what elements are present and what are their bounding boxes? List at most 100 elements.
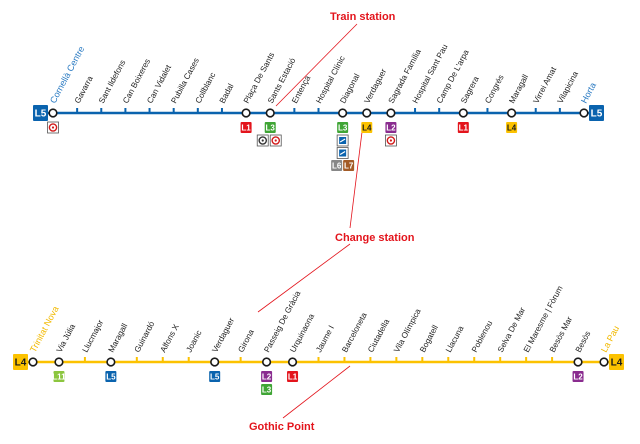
line-badge-l7: L7 (343, 160, 355, 171)
badge-label: L4 (611, 358, 623, 369)
station-label: Badal (218, 82, 236, 105)
station-el-maresme-forum[interactable]: El Maresme | Fòrum (522, 284, 565, 362)
line-badge-l5: L5 (589, 105, 604, 121)
interchange-marker (28, 357, 38, 367)
station-label: Barceloneta (340, 311, 369, 354)
station-besos-mar[interactable]: Besòs Mar (548, 315, 574, 362)
station-label: Verdaguer (363, 67, 389, 105)
station-label: Girona (236, 328, 256, 354)
station-label: Poblenou (470, 319, 494, 354)
station-virrei-amat[interactable]: Virrei Amat (532, 65, 559, 113)
badge-label: L11 (52, 373, 66, 382)
badge-bg (609, 354, 624, 370)
interchange-marker (210, 357, 220, 367)
station-badal[interactable]: Badal (218, 82, 236, 113)
station-label: Alfons X (159, 322, 182, 354)
station-llacuna[interactable]: Llacuna (444, 324, 466, 362)
station-label: Congrés (483, 73, 505, 105)
badge-bg (506, 122, 518, 133)
station-label: Jaume I (314, 324, 336, 354)
station-label: Joanic (185, 329, 204, 354)
line-badge-l3: L3 (337, 122, 349, 133)
station-jaume-i[interactable]: Jaume I (314, 324, 336, 362)
station-congres[interactable]: Congrés (483, 73, 506, 113)
badge-bg (261, 384, 273, 395)
station-guinardo[interactable]: Guinardó (133, 320, 157, 362)
station-trinitat-nova[interactable]: Trinitat Nova (28, 304, 61, 367)
interchange-marker (458, 108, 468, 118)
badge-label: L1 (241, 124, 251, 133)
station-joanic[interactable]: Joanic (185, 329, 204, 362)
interchange-marker (54, 357, 64, 367)
station-label: Maragall (107, 322, 130, 354)
renfe-icon (47, 121, 59, 134)
interchange-marker (599, 357, 609, 367)
station-poblenou[interactable]: Poblenou (470, 319, 494, 362)
line-badge-l5: L5 (209, 371, 221, 382)
station-barceloneta[interactable]: Barceloneta (340, 311, 369, 362)
station-label: Besòs (574, 330, 593, 354)
station-entenca[interactable]: Entença (290, 74, 312, 113)
station-label: Vila Olímpica (392, 307, 423, 354)
line-badge-l5: L5 (33, 105, 48, 121)
line-badge-l4: L4 (609, 354, 624, 370)
station-label: Diagonal (338, 72, 361, 105)
badge-label: L5 (106, 373, 116, 382)
badge-bg (240, 122, 252, 133)
badge-label: L4 (362, 124, 372, 133)
station-gavarra[interactable]: Gavarra (73, 74, 95, 113)
fgc-icon (336, 134, 349, 147)
line-badge-l2: L2 (385, 122, 397, 133)
interchange-marker (261, 357, 272, 367)
station-llucmajor[interactable]: Llucmajor (81, 318, 106, 362)
line-badge-l1: L1 (287, 371, 299, 382)
station-label: La Pau (599, 324, 621, 354)
line-badge-l4: L4 (13, 354, 28, 370)
leader-change-station-up (349, 131, 363, 229)
badge-bg (261, 371, 273, 382)
station-label: Vilapicina (556, 70, 581, 105)
line-badge-l1: L1 (457, 122, 469, 133)
badge-bg (264, 122, 276, 133)
badge-bg (385, 122, 397, 133)
station-bogatell[interactable]: Bogatell (418, 323, 440, 362)
badge-label: L2 (386, 124, 396, 133)
station-label: Besòs Mar (548, 315, 574, 354)
badge-label: L5 (591, 109, 603, 120)
station-alfons-x[interactable]: Alfons X (159, 322, 182, 362)
interchange-marker (386, 108, 396, 118)
badge-bg (13, 354, 28, 370)
station-can-vidalet[interactable]: Can Vidalet (145, 63, 173, 113)
station-selva-de-mar[interactable]: Selva De Mar (496, 306, 527, 362)
badge-label: L4 (507, 124, 517, 133)
station-sant-ildefons[interactable]: Sant Ildefons (97, 59, 127, 113)
station-girona[interactable]: Girona (236, 328, 256, 362)
badge-label: L2 (573, 373, 583, 382)
interchange-marker (573, 357, 583, 367)
interchange-marker (48, 108, 58, 118)
station-collblanc[interactable]: Collblanc (194, 71, 218, 113)
line-badge-l2: L2 (261, 371, 273, 382)
interchange-marker (241, 108, 251, 118)
station-pubilla-cases[interactable]: Pubilla Cases (170, 57, 201, 113)
station-hospital-clinic[interactable]: Hospital Clínic (314, 55, 347, 113)
badge-bg (33, 105, 48, 121)
station-ciutadella[interactable]: Ciutadella (366, 317, 391, 362)
line-badge-l11: L11 (52, 371, 66, 382)
badge-label: L1 (459, 124, 469, 133)
station-vilapicina[interactable]: Vilapicina (556, 70, 581, 113)
station-label: Sagrera (459, 75, 481, 105)
badge-bg (209, 371, 221, 382)
interchange-marker (287, 357, 298, 367)
station-vila-olimpica[interactable]: Vila Olímpica (392, 307, 423, 362)
